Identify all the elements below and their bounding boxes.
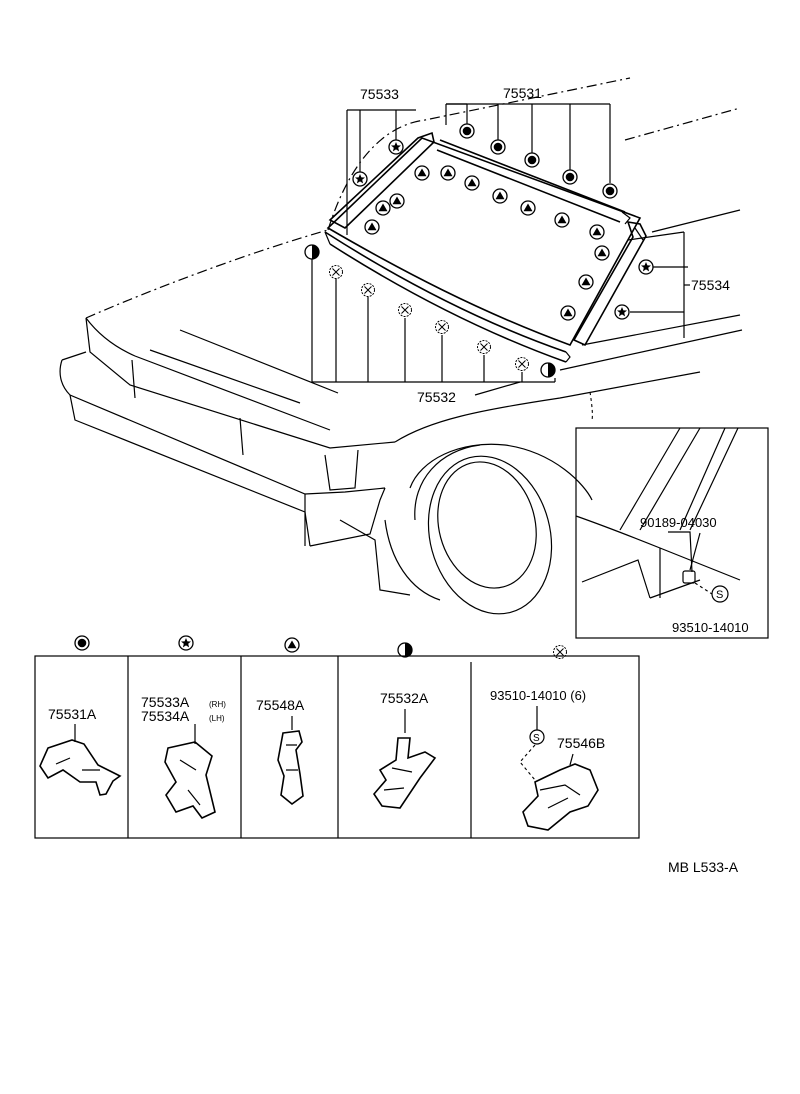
detail-box-fender-clip: 90189-04030 S 93510-14010 (575, 427, 769, 639)
cell-75533A-75534A: 75533A (RH) 75534A (LH) (141, 694, 226, 819)
svg-text:75548A: 75548A (256, 697, 305, 713)
callout-75534: 75534 (614, 232, 730, 338)
svg-text:75532A: 75532A (380, 690, 429, 706)
windshield-assembly (324, 131, 647, 363)
cell-75546B: 93510-14010 (6) S 75546B (490, 688, 605, 831)
cell-75531A: 75531A (39, 706, 122, 796)
svg-text:75533: 75533 (360, 86, 399, 102)
callout-75533: 75533 (346, 86, 416, 235)
cell-75532A: 75532A (372, 690, 437, 809)
svg-text:75533A: 75533A (141, 694, 190, 710)
svg-text:93510-14010: 93510-14010 (672, 620, 749, 635)
svg-text:(LH): (LH) (209, 714, 225, 723)
reference-code: MB L533-A (668, 859, 739, 875)
svg-text:S: S (716, 589, 723, 601)
svg-text:75531: 75531 (503, 85, 542, 101)
clip-parts-table (34, 655, 640, 839)
callout-75531: 75531 (445, 85, 618, 199)
svg-text:S: S (533, 733, 540, 744)
screw-s-symbol (529, 729, 545, 745)
car-body-outline (59, 77, 743, 615)
svg-text:90189-04030: 90189-04030 (640, 515, 717, 530)
callout-75532: 75532 (304, 244, 556, 405)
svg-text:93510-14010 (6): 93510-14010 (6) (490, 688, 586, 703)
cell-75548A: 75548A (256, 697, 305, 806)
svg-text:75534: 75534 (691, 277, 730, 293)
svg-text:75531A: 75531A (48, 706, 97, 722)
svg-text:75534A: 75534A (141, 708, 190, 724)
triangle-clips-on-glass (364, 165, 610, 321)
svg-text:(RH): (RH) (209, 700, 226, 709)
clip-nut-icon (682, 570, 696, 584)
svg-text:75546B: 75546B (557, 735, 605, 751)
legend-symbols (74, 635, 567, 659)
svg-text:75532: 75532 (417, 389, 456, 405)
